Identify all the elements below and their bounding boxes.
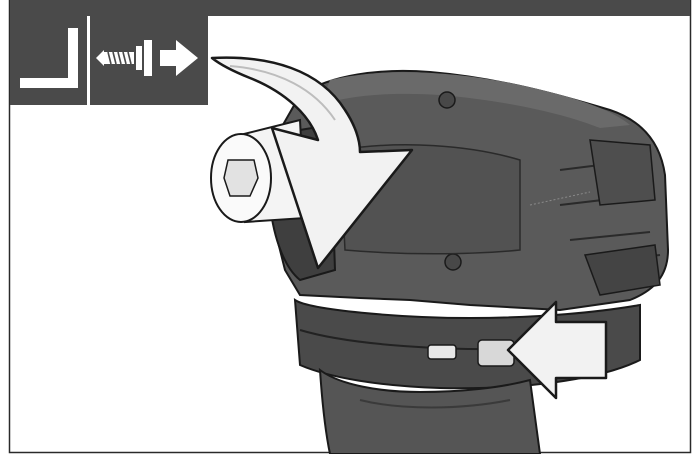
switch-lever — [478, 340, 514, 366]
badge-divider — [87, 16, 90, 105]
top-bar — [10, 0, 690, 16]
side-panel — [590, 140, 655, 205]
housing-screw-bottom — [445, 254, 461, 270]
mode-badge — [10, 16, 208, 105]
hex-socket — [224, 160, 258, 196]
housing-screw-top — [439, 92, 455, 108]
slide-switch — [428, 345, 456, 359]
